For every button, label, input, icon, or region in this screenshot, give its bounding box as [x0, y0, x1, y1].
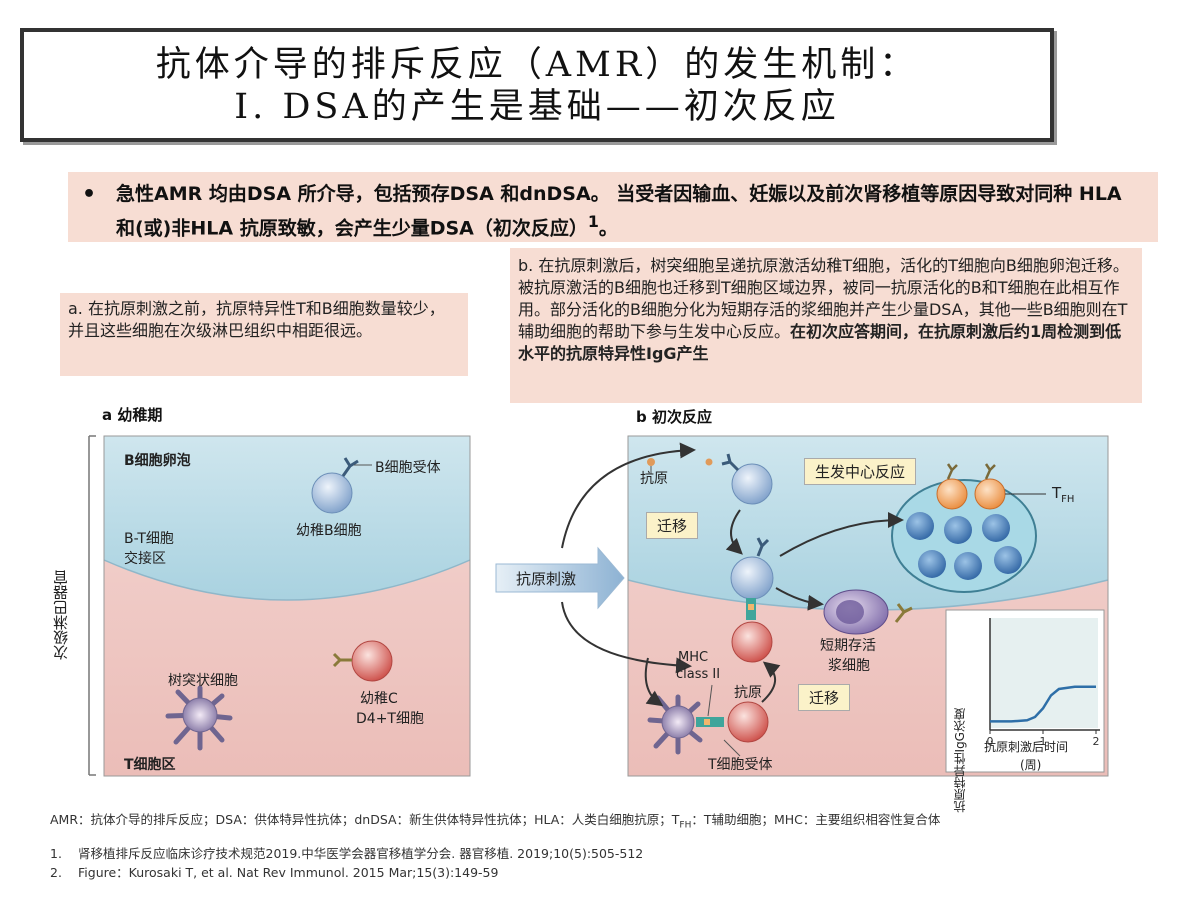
plasma-label-2: 浆细胞 [828, 658, 870, 674]
abbr-part-1: AMR：抗体介导的排斥反应；DSA：供体特异性抗体；dnDSA：新生供体特异性抗… [50, 812, 680, 827]
b-receptor-label: B细胞受体 [375, 460, 441, 476]
dendritic-label: 树突状细胞 [168, 673, 238, 689]
naive-b-cell [311, 457, 359, 514]
bt-interaction [746, 598, 756, 620]
chart-x-tick-label: 1 [1040, 735, 1047, 748]
antigen-dot-top [647, 458, 655, 466]
presented-antigen [704, 719, 710, 725]
panel-b-label: b 初次反应 [636, 408, 712, 426]
reference-1: 1. 肾移植排斥反应临床诊疗技术规范2019.中华医学会器官移植学分会. 器官移植… [50, 843, 643, 862]
flow-arrows [561, 442, 904, 707]
chart-x-tick-label: 2 [1093, 735, 1100, 748]
ref-num: 1. [50, 846, 62, 861]
dendritic-cell-b [647, 694, 703, 755]
page-title-line-1: 抗体介导的排斥反应（AMR）的发生机制： [155, 45, 919, 85]
gc-reaction-tag: 生发中心反应 [804, 458, 917, 485]
igg-curve [990, 685, 1096, 723]
tfh-main: T [1052, 484, 1062, 502]
naive-t-label-1: 幼稚C [360, 691, 398, 707]
panel-a-label: a 幼稚期 [102, 406, 163, 424]
migration-tag-2: 迁移 [798, 684, 851, 711]
dendritic-cell-a [165, 685, 233, 751]
tfh-sub: FH [1061, 494, 1075, 505]
chart-y-label: 抗原特异性IgG浓度 [953, 708, 967, 813]
reference-2: 2. Figure：Kurosaki T, et al. Nat Rev Immu… [50, 862, 498, 881]
stimulus-label: 抗原刺激 [516, 570, 577, 588]
antigen-label-bottom: 抗原 [734, 685, 762, 701]
side-bracket [88, 435, 96, 776]
abbr-part-2: ：T辅助细胞；MHC：主要组织相容性复合体 [691, 812, 941, 827]
bullet-marker: • [82, 182, 97, 207]
ref-text: 肾移植排斥反应临床诊疗技术规范2019.中华医学会器官移植学分会. 器官移植. … [78, 846, 644, 861]
panel-a-diagram [103, 435, 471, 777]
note-b-bold: 在初次应答期间，在抗原刺激后约1周检测到低水平的抗原特异性IgG产生 [518, 322, 1122, 363]
bt-zone-label-1: B-T细胞 [124, 531, 174, 547]
naive-b-label: 幼稚B细胞 [296, 523, 362, 539]
summary-end: 。 [598, 217, 618, 240]
chart-x-ticks: 0 1 2 [987, 730, 1100, 748]
page-title-line-2: I. DSA的产生是基础——初次反应 [234, 87, 840, 127]
abbreviations: AMR：抗体介导的排斥反应；DSA：供体特异性抗体；dnDSA：新生供体特异性抗… [50, 809, 1170, 831]
note-b: b. 在抗原刺激后，树突细胞呈递抗原激活幼稚T细胞，活化的T细胞向B细胞卵泡迁移… [510, 248, 1142, 403]
tfh-label: TFH [1052, 484, 1074, 505]
tcr-label: T细胞受体 [708, 757, 773, 773]
note-a: a. 在抗原刺激之前，抗原特异性T和B细胞数量较少，并且这些细胞在次级淋巴组织中… [60, 293, 468, 376]
b-cell-middle [730, 537, 774, 600]
igg-chart: 0 1 2 [945, 609, 1105, 773]
plasma-cell [823, 589, 913, 635]
bt-zone-label-2: 交接区 [124, 551, 166, 567]
chart-x-tick-label: 0 [987, 735, 994, 748]
side-label: 次级淋巴器官 [52, 570, 70, 660]
t-zone-label: T细胞区 [124, 757, 176, 773]
germinal-center [891, 463, 1046, 593]
naive-t-cell [332, 640, 393, 682]
summary-ref: 1 [587, 212, 599, 231]
chart-x-label-1: 抗原刺激后时间 [984, 740, 1069, 754]
t-cell-bottom [727, 701, 769, 743]
ref-text: Figure：Kurosaki T, et al. Nat Rev Immuno… [78, 865, 499, 880]
title-box: 抗体介导的排斥反应（AMR）的发生机制： I. DSA的产生是基础——初次反应 [20, 28, 1054, 142]
antigen-label-top: 抗原 [640, 471, 668, 487]
mhc-label-2: class II [676, 667, 721, 682]
b-cell-top [705, 453, 773, 505]
summary-text: 急性AMR 均由DSA 所介导，包括预存DSA 和dnDSA。 当受者因输血、妊… [116, 180, 1146, 242]
t-cell-middle [731, 621, 773, 663]
ref-num: 2. [50, 865, 62, 880]
summary-bullet: • 急性AMR 均由DSA 所介导，包括预存DSA 和dnDSA。 当受者因输血… [68, 172, 1158, 242]
chart-x-label-2: (周) [1020, 758, 1042, 772]
stimulus-arrow [495, 546, 625, 610]
b-follicle-label: B细胞卵泡 [124, 453, 191, 469]
note-b-text: b. 在抗原刺激后，树突细胞呈递抗原激活幼稚T细胞，活化的T细胞向B细胞卵泡迁移… [518, 256, 1129, 341]
abbr-sub: FH [679, 820, 692, 831]
migration-tag-1: 迁移 [646, 512, 699, 539]
summary-main: 急性AMR 均由DSA 所介导，包括预存DSA 和dnDSA。 当受者因输血、妊… [116, 183, 1122, 240]
mhc-label-1: MHC [678, 650, 709, 665]
plasma-label-1: 短期存活 [820, 638, 876, 654]
naive-t-label-2: D4+T细胞 [356, 711, 424, 727]
